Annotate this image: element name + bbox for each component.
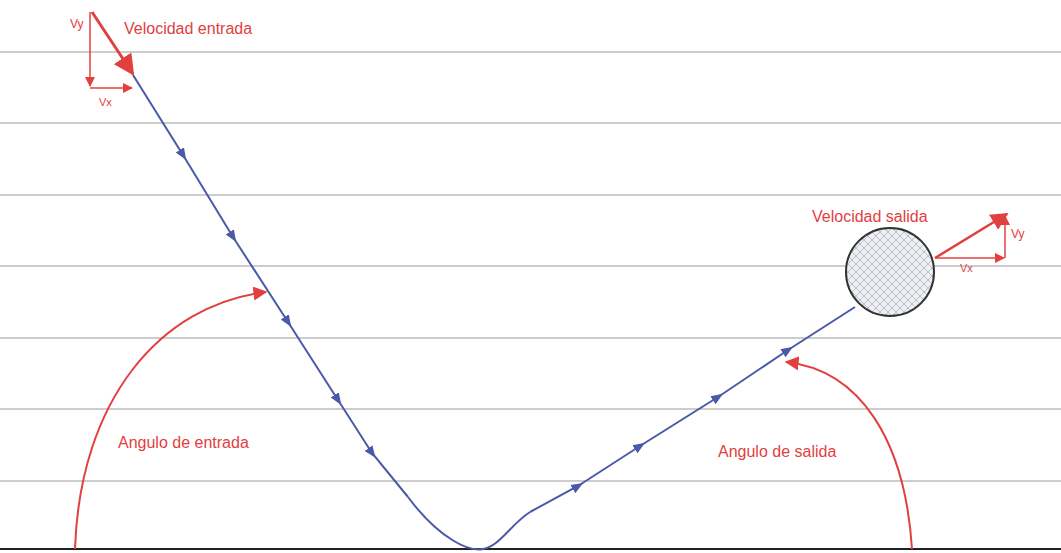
vector-title: Velocidad entrada xyxy=(124,20,252,38)
vector-title: Velocidad salida xyxy=(812,208,928,226)
vector-label: Vx xyxy=(960,262,973,274)
angle-label: Angulo de entrada xyxy=(118,434,249,452)
vector-label: Vy xyxy=(70,18,84,31)
angle-label: Angulo de salida xyxy=(718,443,836,461)
vector-label: Vx xyxy=(99,96,112,108)
vector-label: Vy xyxy=(1011,228,1025,241)
